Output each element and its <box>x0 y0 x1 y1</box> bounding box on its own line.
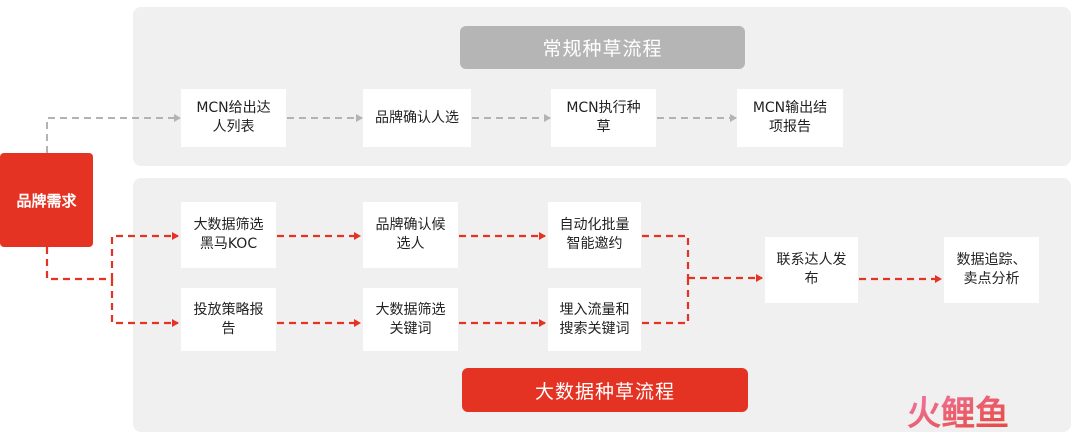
regular-step-2-label: 品牌确认人选 <box>375 109 459 126</box>
regular-step-2: 品牌确认人选 <box>363 89 471 147</box>
bigdata-row2-step-3-label: 埋入流量和搜索关键词 <box>559 301 630 337</box>
svg-text:火鲤鱼: 火鲤鱼 <box>907 394 1009 434</box>
bigdata-row1-step-3: 自动化批量智能邀约 <box>548 202 641 268</box>
bigdata-row1-step-1: 大数据筛选黑马KOC <box>181 202 276 268</box>
bigdata-final-label: 数据追踪、卖点分析 <box>956 252 1027 287</box>
bigdata-flow-banner: 大数据种草流程 <box>462 368 748 412</box>
regular-step-1-label: MCN给出达人列表 <box>196 100 271 135</box>
regular-step-3: MCN执行种草 <box>551 89 656 147</box>
bigdata-flow-title: 大数据种草流程 <box>534 380 675 403</box>
connector-row2-to-merge <box>642 278 690 325</box>
bigdata-final-step: 数据追踪、卖点分析 <box>944 237 1039 303</box>
brand-logo: 火鲤鱼 <box>905 392 1075 434</box>
regular-step-1: MCN给出达人列表 <box>181 89 286 147</box>
regular-step-4: MCN输出结项报告 <box>737 89 843 147</box>
connector-start-to-bigdata-row2 <box>110 279 179 327</box>
bigdata-row1-step-2: 品牌确认候选人 <box>363 202 458 268</box>
connector-row1-to-merge <box>642 234 690 278</box>
brand-logo-wordmark: 火鲤鱼 <box>907 394 1009 434</box>
brand-need-label: 品牌需求 <box>16 191 77 210</box>
bigdata-row1-step-1-label: 大数据筛选黑马KOC <box>193 217 264 252</box>
bigdata-row2-step-2: 大数据筛选关键词 <box>363 288 458 351</box>
bigdata-merge-label: 联系达人发布 <box>776 252 847 287</box>
bigdata-row2-step-1: 投放策略报告 <box>181 288 276 351</box>
bigdata-row1-step-3-label: 自动化批量智能邀约 <box>559 217 630 252</box>
regular-flow-banner: 常规种草流程 <box>460 26 745 69</box>
regular-step-3-label: MCN执行种草 <box>566 100 641 135</box>
brand-need-node: 品牌需求 <box>0 153 93 247</box>
bigdata-row2-step-3: 埋入流量和搜索关键词 <box>548 288 641 351</box>
bigdata-row2-step-1-label: 投放策略报告 <box>193 301 264 337</box>
bigdata-row1-step-2-label: 品牌确认候选人 <box>375 217 446 252</box>
bigdata-row2-step-2-label: 大数据筛选关键词 <box>375 301 446 337</box>
bigdata-merge-step: 联系达人发布 <box>765 237 858 303</box>
regular-flow-title: 常规种草流程 <box>542 38 663 60</box>
regular-step-4-label: MCN输出结项报告 <box>752 100 828 135</box>
connector-start-to-regular <box>46 114 181 153</box>
